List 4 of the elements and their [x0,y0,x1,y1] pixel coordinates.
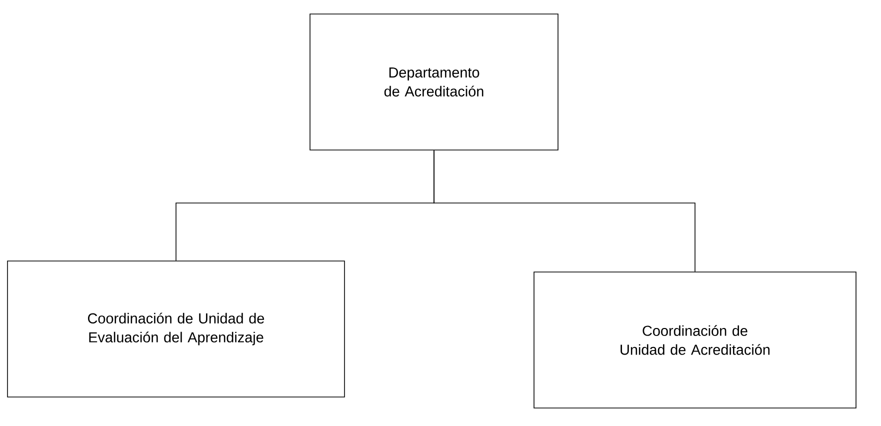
connector-line [434,150,696,272]
org-box: Departamento de Acreditación [310,14,558,150]
org-box: Coordinación de Unidad de Evaluación del Aprendizaje [7,260,345,398]
org-box: Coordinación de Unidad de Acreditación [534,272,856,408]
